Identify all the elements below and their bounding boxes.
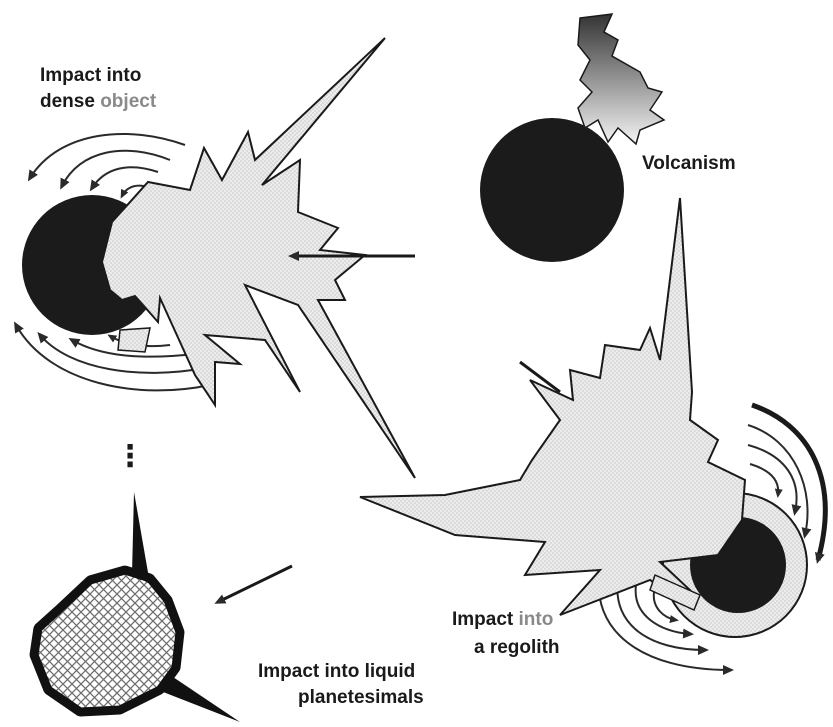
regolith-label-line2: a regolith xyxy=(474,636,560,659)
regolith-scene xyxy=(360,198,825,670)
dense-object-label-line2: dense object xyxy=(40,90,156,113)
impactor-spike xyxy=(158,675,240,722)
liquid-planetesimal xyxy=(34,570,180,712)
regolith-into-word: into xyxy=(519,609,554,630)
regolith-label-word: Impact xyxy=(452,609,513,630)
regolith-label-line1: Impact into xyxy=(452,608,553,631)
liquid-label-line1: Impact into liquid xyxy=(258,660,415,683)
liquid-planetesimal-scene xyxy=(34,492,292,722)
object-label-word: object xyxy=(100,91,156,112)
dense-label-text: Impact into xyxy=(40,65,141,86)
impactor-spike xyxy=(132,492,150,584)
ejecta-fragment xyxy=(118,328,150,352)
flow-arrow xyxy=(62,151,170,186)
dense-label-word: dense xyxy=(40,91,95,112)
flow-arrow xyxy=(750,464,778,495)
volcanism-label: Volcanism xyxy=(642,152,736,175)
volcanic-body xyxy=(480,118,624,262)
liquid-label-line2: planetesimals xyxy=(298,686,424,709)
impact-direction-arrow xyxy=(218,566,292,602)
volcanic-plume xyxy=(578,14,664,144)
dense-object-label-line1: Impact into xyxy=(40,64,141,87)
continuation-dots: ⋮ xyxy=(115,442,145,472)
volcanism-scene xyxy=(480,14,664,262)
